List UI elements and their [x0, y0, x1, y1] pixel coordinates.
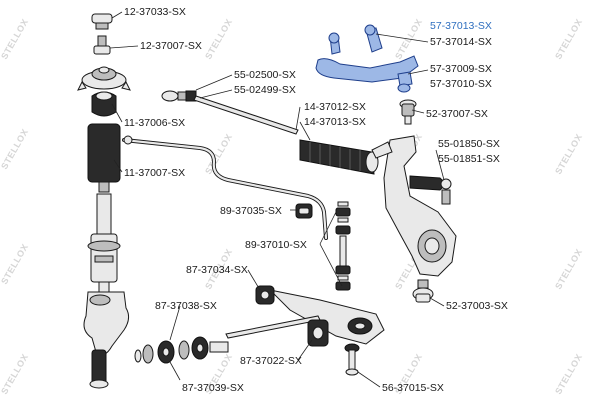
upper-ball-joint: [399, 99, 417, 125]
watermark-logo: STELLOX: [553, 247, 584, 291]
watermark-logo: STELLOX: [203, 17, 234, 61]
label-56-37015: 56-37015-SX: [382, 382, 444, 394]
watermark-logo: STELLOX: [0, 17, 30, 61]
rear-arm-bushing: [307, 319, 329, 347]
upper-control-arm: [315, 24, 419, 93]
label-89-37035: 89-37035-SX: [220, 205, 282, 217]
label-87-37022: 87-37022-SX: [240, 355, 302, 367]
label-14-37013: 14-37013-SX: [304, 116, 366, 128]
tension-rod: [225, 315, 321, 339]
watermark-logo: STELLOX: [553, 17, 584, 61]
leader-lines: [109, 11, 445, 388]
strut-top-cap: [91, 13, 113, 55]
tie-rod: [161, 90, 299, 135]
stabilizer-link: [335, 201, 351, 291]
lower-ball-joint: [412, 279, 434, 303]
label-87-37039: 87-37039-SX: [182, 382, 244, 394]
part-labels: 12-37033-SX 12-37007-SX 11-37006-SX 11-3…: [124, 6, 508, 394]
label-89-37010: 89-37010-SX: [245, 239, 307, 251]
lower-control-arm: [268, 289, 385, 345]
shock-absorber: [87, 193, 121, 293]
label-57-37010: 57-37010-SX: [430, 78, 492, 90]
label-55-01850: 55-01850-SX: [438, 138, 500, 150]
label-52-37007: 52-37007-SX: [426, 108, 488, 120]
strut-mount: [77, 66, 131, 91]
label-57-37009: 57-37009-SX: [430, 63, 492, 75]
knuckle-left: [83, 291, 130, 389]
tie-rod-end: [409, 175, 452, 205]
knuckle-right: [371, 135, 457, 277]
label-11-37006: 11-37006-SX: [124, 117, 185, 129]
label-52-37003: 52-37003-SX: [446, 300, 508, 312]
label-57-37013: 57-37013-SX: [430, 20, 492, 32]
label-87-37038: 87-37038-SX: [155, 300, 217, 312]
label-57-37014: 57-37014-SX: [430, 36, 492, 48]
watermark-logo: STELLOX: [0, 352, 30, 396]
label-12-37033: 12-37033-SX: [124, 6, 186, 18]
label-55-02500: 55-02500-SX: [234, 69, 296, 81]
mounting-bolt: [344, 343, 360, 376]
label-14-37012: 14-37012-SX: [304, 101, 366, 113]
watermark-logo: STELLOX: [203, 132, 234, 176]
label-55-01851: 55-01851-SX: [438, 153, 500, 165]
label-11-37007: 11-37007-SX: [124, 167, 185, 179]
stabilizer-bar: [122, 135, 328, 240]
watermark-logo: STELLOX: [0, 127, 30, 171]
watermark-logo: STELLOX: [553, 352, 584, 396]
strut-rod-bushing-set: [134, 336, 229, 364]
label-55-02499: 55-02499-SX: [234, 84, 296, 96]
watermark-logo: STELLOX: [0, 242, 30, 286]
steering-rack-boot: [299, 139, 379, 175]
label-87-37034: 87-37034-SX: [186, 264, 248, 276]
front-arm-bushing: [255, 285, 275, 305]
watermark-logo: STELLOX: [553, 132, 584, 176]
stabilizer-bushing: [295, 203, 313, 219]
dust-boot: [87, 123, 121, 193]
label-12-37007: 12-37007-SX: [140, 40, 202, 52]
